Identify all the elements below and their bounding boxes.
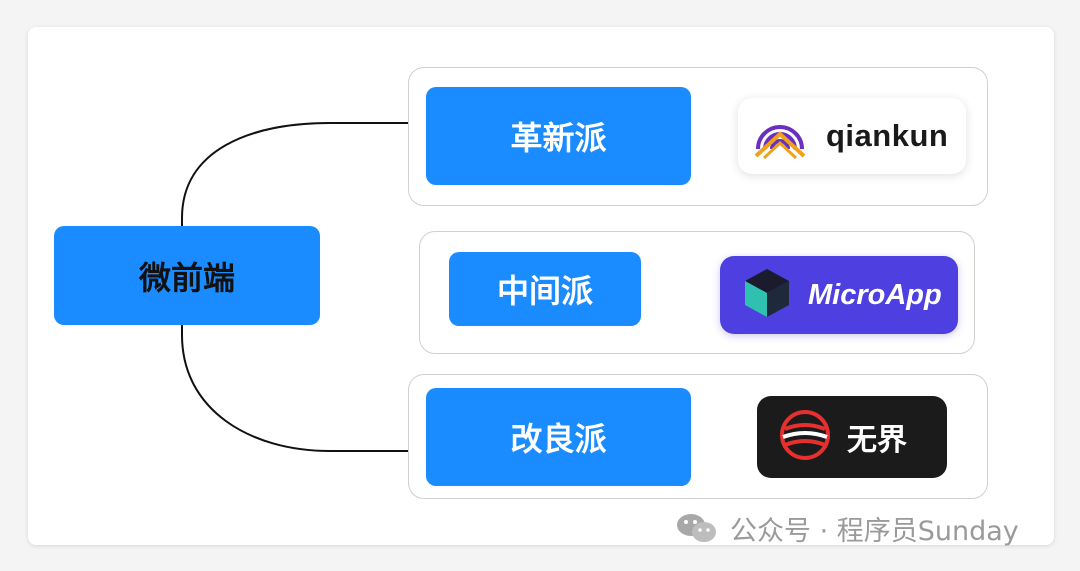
- branch-node-moderate: 中间派: [449, 252, 641, 326]
- logo-qiankun-text: qiankun: [826, 118, 949, 153]
- logo-wujie: 无界: [757, 396, 947, 478]
- watermark: 公众号 · 程序员Sunday: [676, 506, 1019, 550]
- root-node-label: 微前端: [138, 258, 235, 297]
- root-node: 微前端: [54, 226, 320, 325]
- logo-microapp: MicroApp: [720, 256, 958, 334]
- branch-node-label: 革新派: [510, 119, 607, 157]
- watermark-text: 公众号 · 程序员Sunday: [730, 515, 1019, 547]
- logo-wujie-text: 无界: [847, 423, 907, 458]
- branch-node-label: 改良派: [510, 420, 607, 458]
- branch-node-innovator: 革新派: [426, 87, 691, 185]
- microapp-cube-icon: [742, 267, 792, 323]
- branch-node-label: 中间派: [496, 272, 593, 310]
- wujie-swirl-icon: [779, 409, 831, 465]
- logo-qiankun: qiankun: [738, 98, 966, 174]
- logo-microapp-text: MicroApp: [808, 278, 942, 311]
- branch-node-reformer: 改良派: [426, 388, 691, 486]
- qiankun-arcs-icon: [754, 109, 806, 163]
- wechat-icon: [676, 511, 718, 545]
